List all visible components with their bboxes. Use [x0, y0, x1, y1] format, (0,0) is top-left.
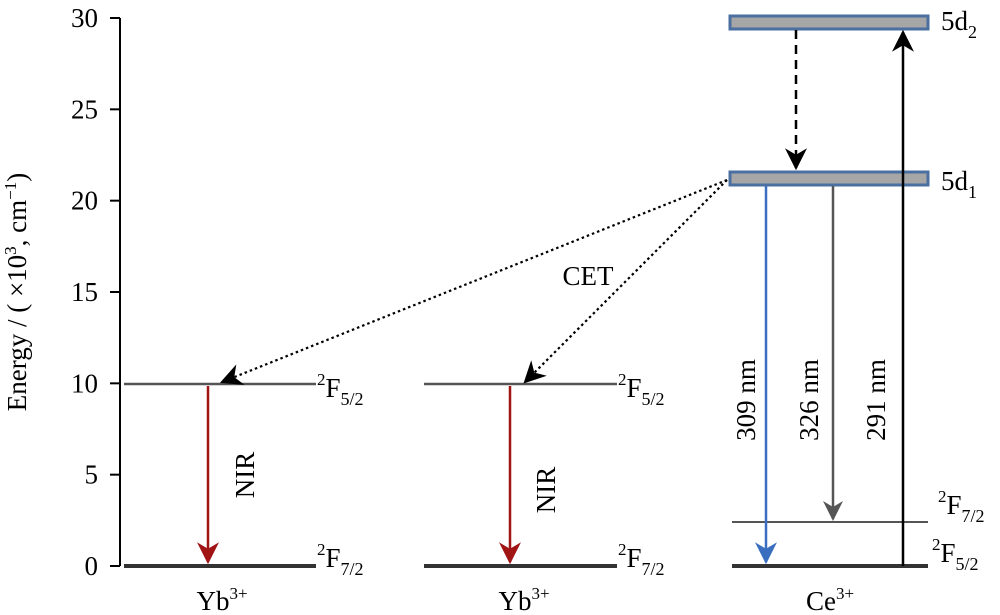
- y-axis: 0 5 10 15 20 25 30 Energy / ( ×103, cm−1): [1, 3, 121, 581]
- yb-middle-ion-label: Yb3+: [498, 584, 549, 615]
- ce-excitation-291-label: 291 nm: [861, 359, 891, 441]
- cet-label: CET: [563, 261, 615, 291]
- ce-5d1-label: 5d1: [941, 166, 977, 202]
- cet-arrow-to-yb-left: [219, 178, 728, 385]
- y-axis-ticks: 0 5 10 15 20 25 30: [71, 3, 120, 581]
- yb-left-ion-label: Yb3+: [196, 584, 247, 615]
- y-tick-label: 15: [71, 277, 98, 307]
- ce-f72-label: 2F7/2: [938, 487, 985, 526]
- y-tick-label: 20: [71, 186, 98, 216]
- yb-middle-nir-label: NIR: [531, 467, 561, 514]
- yb-left-f72-label: 2F7/2: [317, 540, 364, 579]
- ce-5d1-level: [728, 170, 930, 187]
- yb-middle-f72-label: 2F7/2: [618, 540, 665, 579]
- cet-arrow-to-yb-middle: [523, 179, 728, 384]
- ce-emission-326-label: 326 nm: [794, 359, 824, 441]
- yb-middle-f52-label: 2F5/2: [618, 370, 665, 409]
- ce-f52-label: 2F5/2: [932, 535, 979, 574]
- yb-left-f52-label: 2F5/2: [317, 370, 364, 409]
- ce-ion: 5d2 5d1 2F7/2 2F5/2 309 nm 326 nm 291 nm…: [728, 6, 985, 615]
- y-tick-label: 30: [71, 3, 98, 33]
- ce-5d2-label: 5d2: [941, 6, 977, 42]
- yb-ion-left: 2F5/2 2F7/2 NIR Yb3+: [124, 370, 364, 615]
- ce-ion-label: Ce3+: [806, 584, 854, 615]
- y-tick-label: 0: [85, 551, 99, 581]
- cet-transfer: CET: [219, 178, 728, 385]
- y-tick-label: 25: [71, 94, 98, 124]
- ce-5d2-level: [728, 14, 930, 31]
- y-tick-label: 5: [85, 460, 99, 490]
- yb-left-nir-label: NIR: [230, 452, 260, 499]
- y-tick-label: 10: [71, 368, 98, 398]
- yb-ion-middle: 2F5/2 2F7/2 NIR Yb3+: [424, 370, 665, 615]
- ce-emission-309-label: 309 nm: [731, 359, 761, 441]
- y-axis-label: Energy / ( ×103, cm−1): [1, 173, 32, 412]
